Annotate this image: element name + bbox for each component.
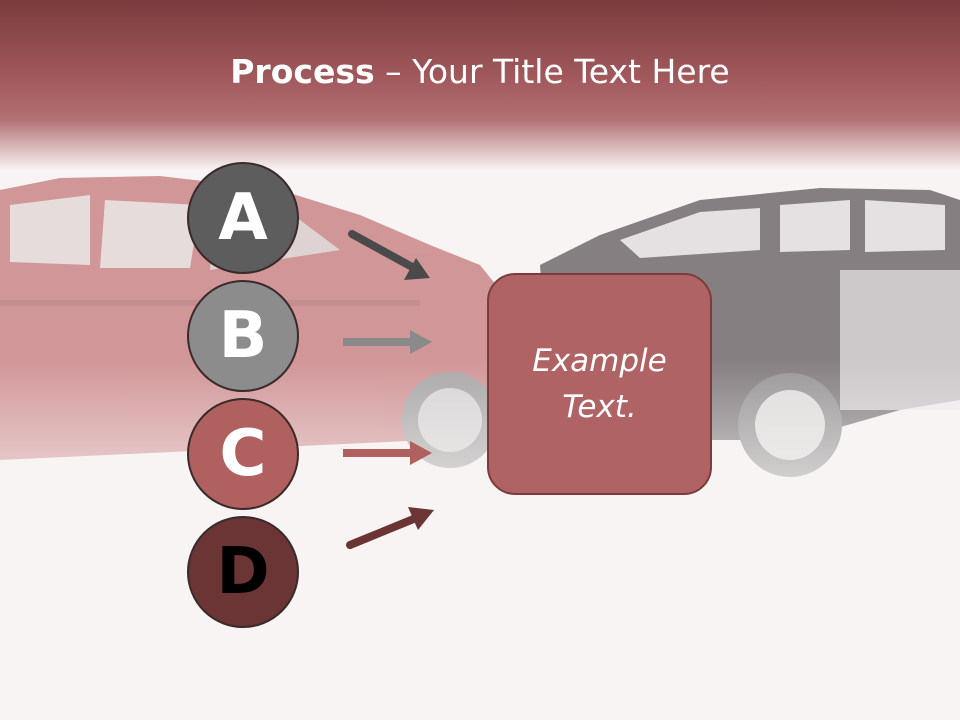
step-a-circle[interactable]: A xyxy=(187,162,299,274)
title-bold: Process xyxy=(230,52,375,91)
example-text-box[interactable]: Example Text. xyxy=(487,273,712,495)
step-d-circle[interactable]: D xyxy=(187,516,299,628)
step-c-circle[interactable]: C xyxy=(187,398,299,510)
header-band xyxy=(0,0,960,170)
arrow-a xyxy=(348,230,430,280)
arrow-d xyxy=(346,507,434,549)
example-text: Example Text. xyxy=(532,342,667,426)
step-b-circle[interactable]: B xyxy=(187,280,299,392)
arrow-b xyxy=(343,330,432,354)
arrow-c xyxy=(343,441,432,465)
page-title: Process – Your Title Text Here xyxy=(0,52,960,91)
title-rest: – Your Title Text Here xyxy=(374,52,730,91)
